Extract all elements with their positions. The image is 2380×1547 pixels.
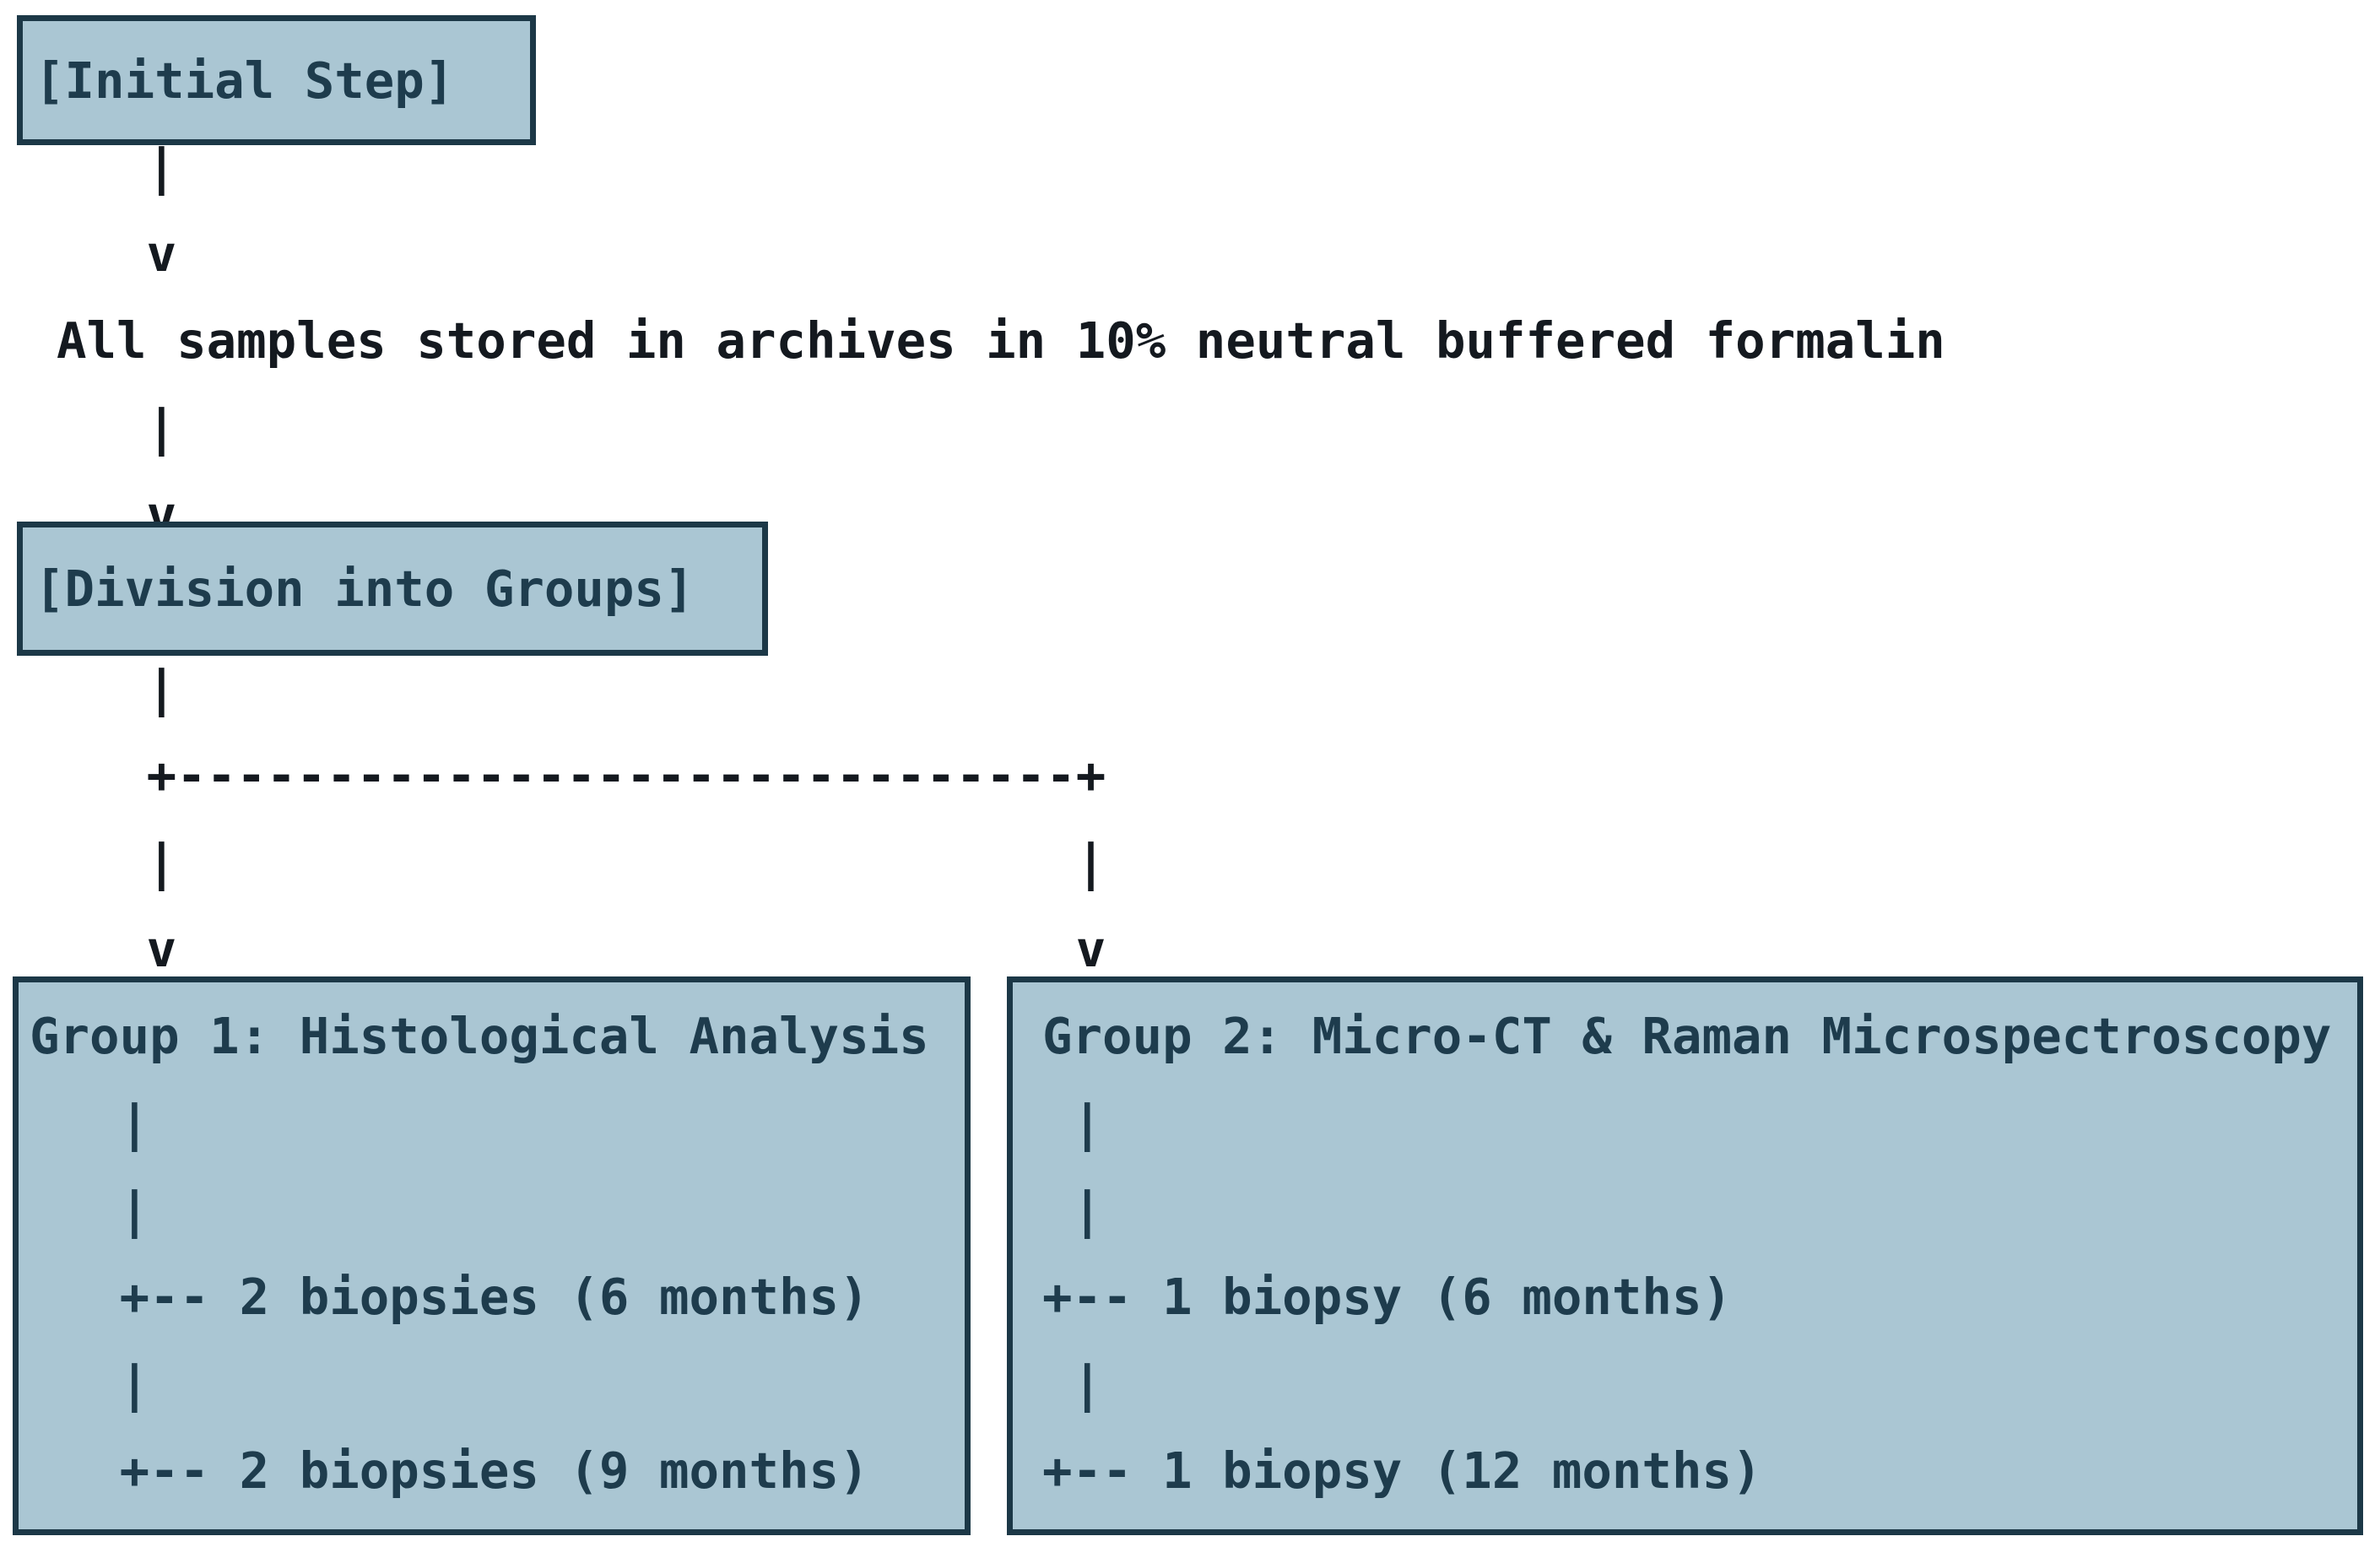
flow-node-group1: Group 1: Histological Analysis | | +-- 2… [13,976,971,1535]
down-arrow-connector-1: | v [146,138,177,283]
division-label: [Division into Groups] [35,560,695,618]
flow-node-initial-step: [Initial Step] [17,15,536,145]
branch-split-connector: | +------------------------------+ | | v… [146,659,1106,978]
flow-node-division: [Division into Groups] [17,522,768,656]
group2-content: Group 2: Micro-CT & Raman Microspectrosc… [1042,1007,2332,1500]
initial-step-label: [Initial Step] [35,51,455,110]
flow-node-group2: Group 2: Micro-CT & Raman Microspectrosc… [1007,976,2363,1535]
group1-content: Group 1: Histological Analysis | | +-- 2… [30,1007,929,1500]
storage-note-line: All samples stored in archives in 10% ne… [57,311,1945,370]
